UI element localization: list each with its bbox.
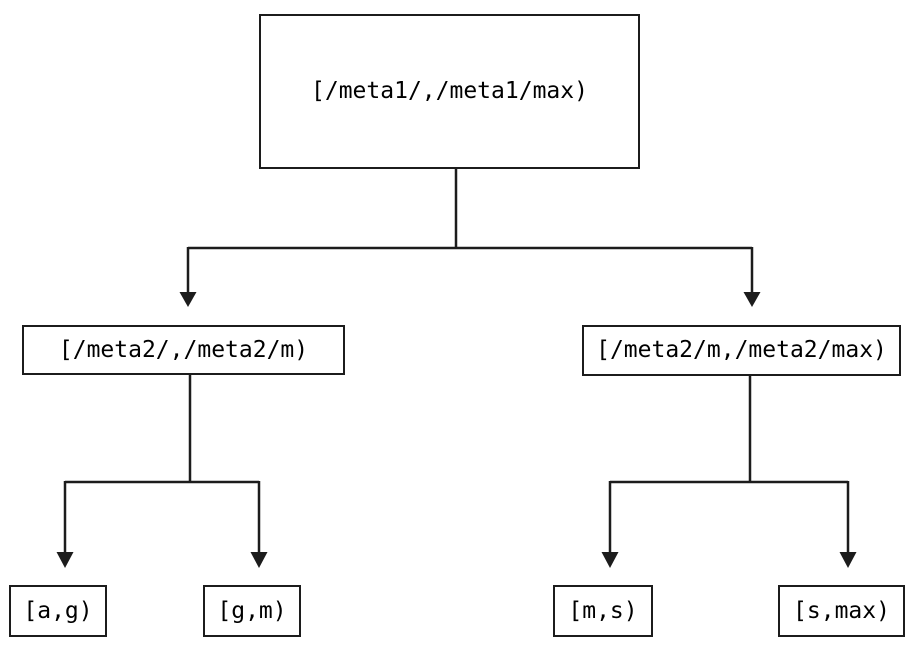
tree-node-leaf-smax: [s,max) xyxy=(778,585,905,637)
arrowhead-down-icon xyxy=(250,552,268,568)
tree-node-branch-left: [/meta2/,/meta2/m) xyxy=(22,325,345,375)
tree-node-leaf-ms: [m,s) xyxy=(553,585,653,637)
tree-node-branch-right: [/meta2/m,/meta2/max) xyxy=(582,325,901,376)
arrowhead-down-icon xyxy=(743,292,761,307)
tree-node-leaf-gm: [g,m) xyxy=(203,585,301,637)
tree-node-leaf-ag: [a,g) xyxy=(9,585,107,637)
arrowhead-down-icon xyxy=(179,292,197,307)
arrowhead-down-icon xyxy=(56,552,74,568)
arrowhead-down-icon xyxy=(601,552,619,568)
arrowhead-down-icon xyxy=(839,552,857,568)
tree-node-root: [/meta1/,/meta1/max) xyxy=(259,14,640,169)
